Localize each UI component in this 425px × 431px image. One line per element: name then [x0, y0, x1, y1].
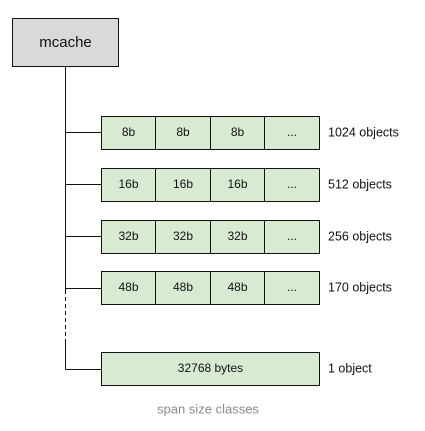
mcache-box	[12, 18, 119, 67]
size-class-cell	[101, 220, 156, 254]
size-class-cell-label: 32b	[118, 229, 138, 243]
size-class-cell-label: ...	[287, 229, 297, 243]
object-count-label: 256 objects	[328, 229, 392, 243]
size-class-cell	[210, 271, 265, 305]
size-class-cell-label: 16b	[118, 177, 138, 191]
size-class-cell-label: 8b	[231, 125, 245, 139]
size-class-cell-label: 32b	[227, 229, 247, 243]
size-class-cell	[264, 116, 320, 150]
size-class-cell-label: 8b	[176, 125, 190, 139]
size-class-cell	[101, 116, 156, 150]
size-class-row-32768-bytes: 32768 bytes 1 object	[101, 352, 372, 386]
object-count-label: 1024 objects	[328, 125, 399, 139]
size-class-cell	[155, 220, 211, 254]
size-class-cell-label: ...	[287, 125, 297, 139]
size-class-cell-label: 48b	[173, 280, 193, 294]
mcache-node: mcache	[12, 18, 119, 67]
size-class-cell	[101, 271, 156, 305]
size-class-cell	[155, 168, 211, 202]
size-class-cell	[155, 116, 211, 150]
size-class-cell	[101, 352, 320, 386]
object-count-label: 1 object	[328, 361, 372, 375]
size-class-cell	[264, 168, 320, 202]
size-class-cell-label: 16b	[173, 177, 193, 191]
size-class-cell-label: 32b	[173, 229, 193, 243]
size-class-cell	[210, 168, 265, 202]
size-class-cell	[264, 220, 320, 254]
size-class-cell-label: 8b	[122, 125, 136, 139]
size-class-cell	[101, 168, 156, 202]
size-class-cell-label: 48b	[227, 280, 247, 294]
size-class-cell-label: 32768 bytes	[178, 361, 243, 375]
size-class-cell-label: ...	[287, 280, 297, 294]
object-count-label: 512 objects	[328, 177, 392, 191]
size-class-cell	[210, 220, 265, 254]
size-class-cell	[155, 271, 211, 305]
size-class-row-48b: 48b 48b 48b ... 170 objects	[101, 271, 392, 305]
object-count-label: 170 objects	[328, 280, 392, 294]
size-class-row-32b: 32b 32b 32b ... 256 objects	[101, 220, 392, 254]
size-class-cell-label: 48b	[118, 280, 138, 294]
mcache-label: mcache	[39, 34, 92, 51]
tree-connectors	[65, 67, 101, 370]
diagram-caption: span size classes	[157, 401, 259, 416]
size-class-row-8b: 8b 8b 8b ... 1024 objects	[101, 116, 399, 150]
size-class-cell-label: 16b	[227, 177, 247, 191]
size-class-row-16b: 16b 16b 16b ... 512 objects	[101, 168, 392, 202]
size-class-cell	[264, 271, 320, 305]
size-class-cell-label: ...	[287, 177, 297, 191]
size-class-cell	[210, 116, 265, 150]
